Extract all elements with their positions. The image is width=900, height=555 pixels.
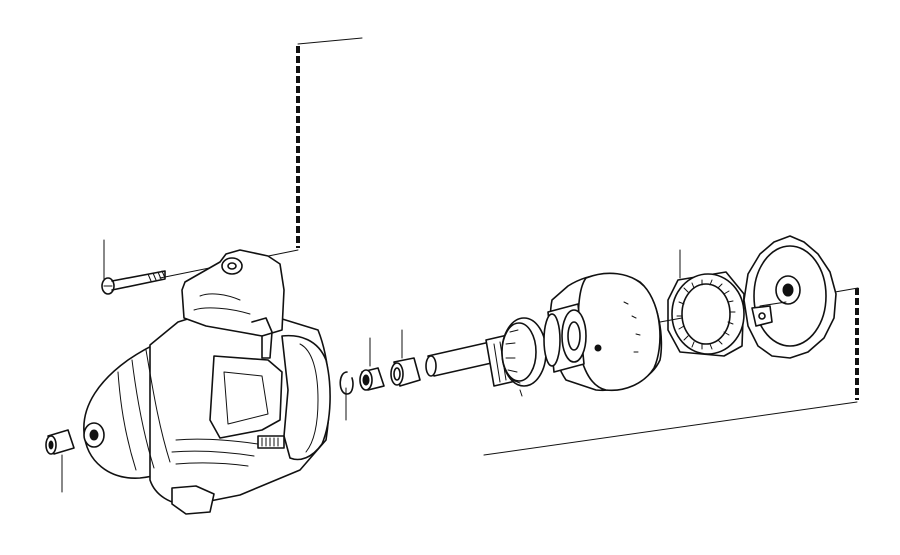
planet-ring-gear-icon: [659, 249, 745, 357]
assembly-line-upper: [159, 37, 363, 279]
starter-housing-icon: [83, 249, 331, 515]
circlip-icon: [339, 371, 354, 421]
cover-plate-icon: [743, 235, 837, 359]
drive-pinion-icon: [425, 317, 547, 397]
stop-ring-icon: [359, 337, 385, 391]
assembly-line-right: [483, 287, 859, 456]
through-bolt-icon: [101, 239, 166, 295]
front-bushing-icon: [45, 429, 75, 493]
spacer-sleeve-icon: [390, 329, 421, 387]
intermediate-bearing-icon: [543, 272, 663, 392]
